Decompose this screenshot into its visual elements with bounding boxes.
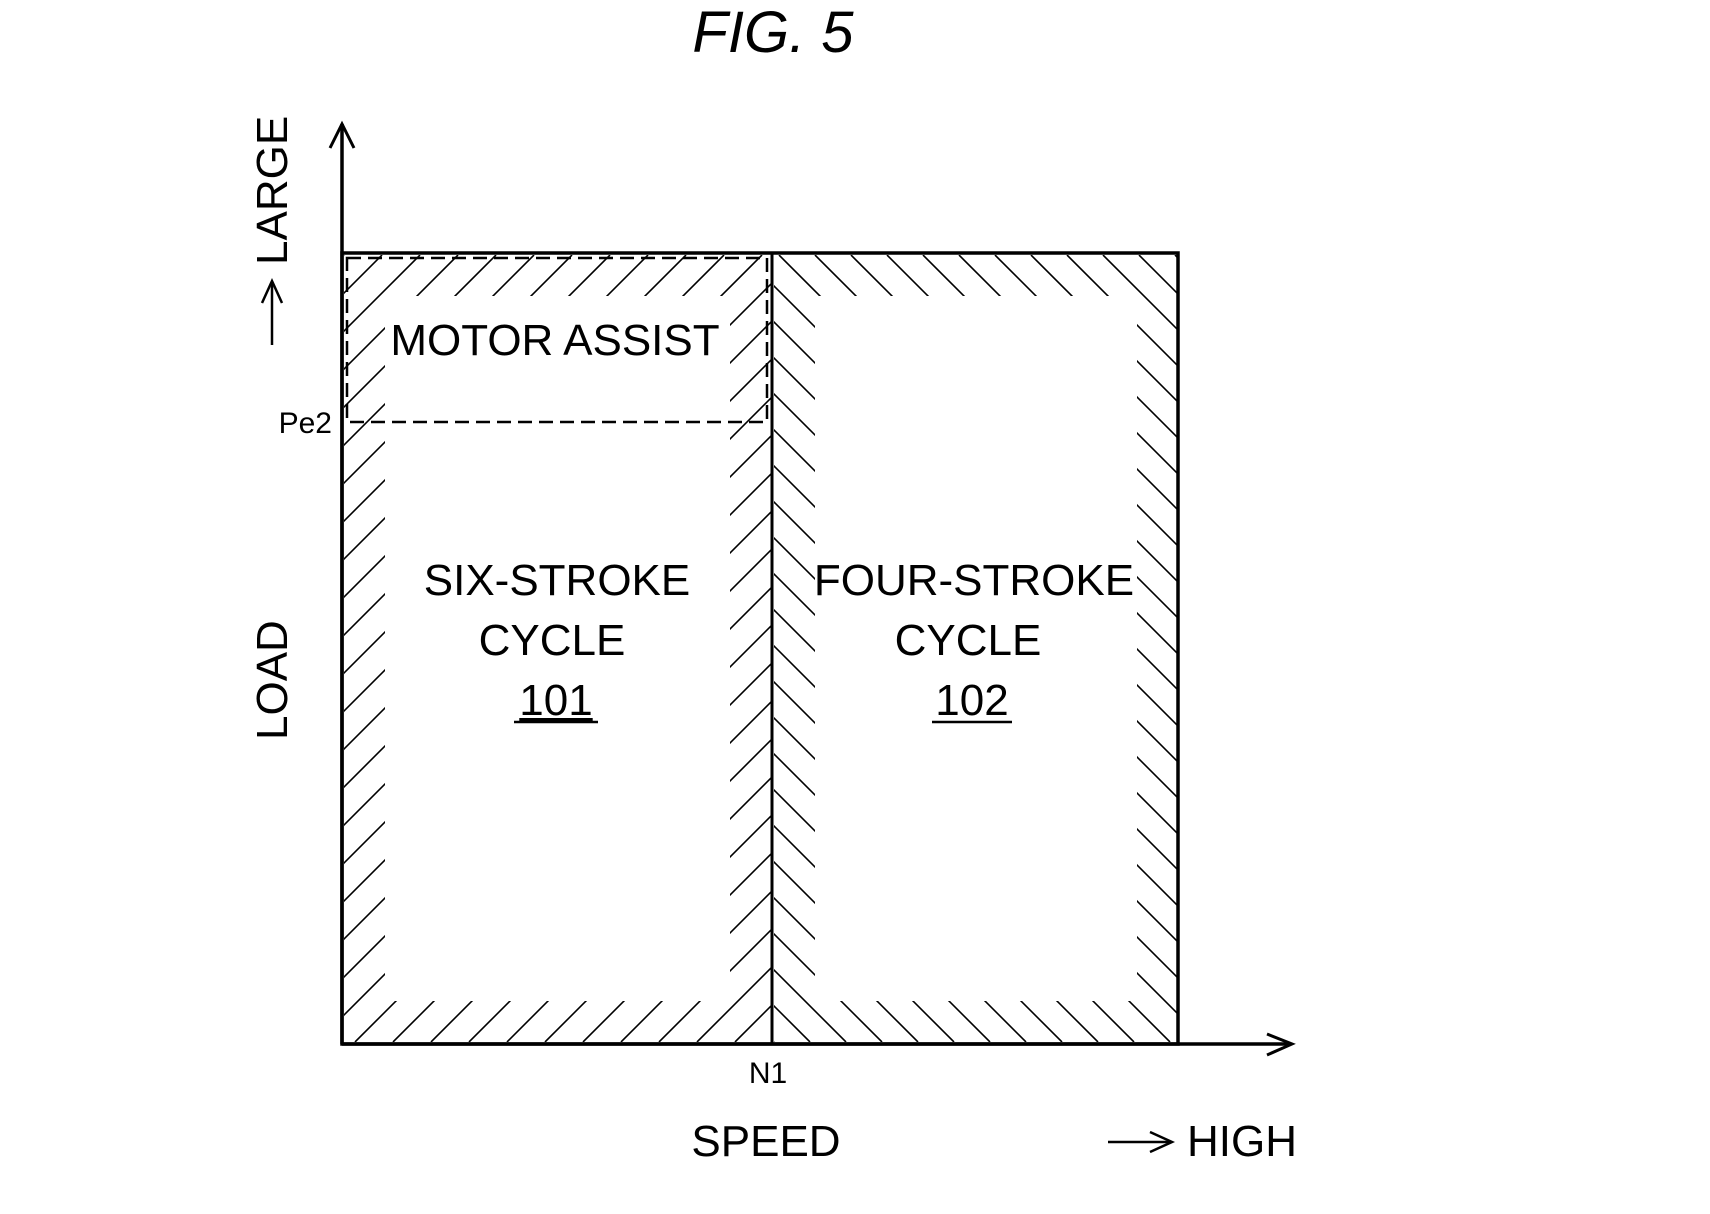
six-stroke-hatch-line — [1191, 255, 1710, 1042]
six-stroke-hatch-line — [344, 255, 497, 409]
y-direction-indicator: LARGE — [248, 116, 297, 345]
four-stroke-hatch-line — [774, 896, 919, 1042]
x-direction-label: HIGH — [1187, 1117, 1297, 1166]
four-stroke-hatch-line — [1174, 255, 1177, 259]
y-direction-arrowhead-icon — [260, 277, 284, 304]
four-stroke-hatch-line — [1463, 255, 1710, 1042]
six-stroke-hatch-line — [620, 890, 771, 1042]
six-stroke-hatch-line — [1267, 255, 1710, 1042]
six-stroke-hatch-line — [1039, 255, 1710, 1042]
six-stroke-hatch-line — [344, 255, 383, 295]
four-stroke-hatch-line — [1679, 255, 1710, 1042]
y-axis-label-group: LOAD — [248, 620, 297, 740]
four-stroke-hatch-line — [1643, 255, 1710, 1042]
six-stroke-hatch-line — [1381, 255, 1710, 1042]
n1-tick-label: N1 — [749, 1057, 787, 1090]
four-stroke-hatch-line — [1607, 255, 1710, 1042]
four-stroke-hatch-line — [1247, 255, 1710, 1042]
six-stroke-hatch-line — [1457, 255, 1710, 1042]
x-axis-arrowhead — [1266, 1032, 1296, 1057]
four-stroke-hatch-line — [1211, 255, 1710, 1042]
motor-assist-label-bg — [388, 300, 724, 380]
six-stroke-hatch-line — [344, 255, 421, 333]
x-axis-label: SPEED — [691, 1117, 840, 1166]
four-stroke-label-line1: FOUR-STROKE — [814, 556, 1134, 605]
six-stroke-label-line1: SIX-STROKE — [424, 556, 691, 605]
six-stroke-hatch-line — [1229, 255, 1710, 1042]
x-direction-indicator: HIGH — [1108, 1117, 1297, 1166]
six-stroke-hatch-line — [1153, 255, 1710, 1042]
four-stroke-hatch-line — [1535, 255, 1710, 1042]
six-stroke-hatch-line — [1115, 255, 1710, 1042]
four-stroke-hatch-line — [1283, 255, 1710, 1042]
four-stroke-hatch-line — [1102, 255, 1177, 331]
four-stroke-label-line2: CYCLE — [895, 616, 1042, 665]
motor-assist-region — [345, 256, 769, 424]
motor-assist-label: MOTOR ASSIST — [390, 316, 719, 365]
six-stroke-hatch-line — [1419, 255, 1710, 1042]
four-stroke-interior — [815, 296, 1137, 1001]
four-stroke-hatch-line — [1066, 255, 1177, 367]
four-stroke-ref-number: 102 — [935, 676, 1008, 725]
four-stroke-hatch-line — [1391, 255, 1710, 1042]
four-stroke-hatch-line — [1138, 255, 1177, 295]
y-axis-arrowhead — [328, 120, 356, 149]
four-stroke-hatch-line — [1499, 255, 1710, 1042]
six-stroke-ref-number: 101 — [519, 676, 592, 725]
figure-title: FIG. 5 — [692, 0, 854, 65]
four-stroke-hatch-line — [1571, 255, 1710, 1042]
four-stroke-hatch-line — [1355, 255, 1710, 1042]
six-stroke-hatch-line — [1533, 255, 1710, 1042]
x-direction-arrowhead-icon — [1149, 1130, 1176, 1154]
four-stroke-hatch-line — [1030, 255, 1177, 403]
six-stroke-interior — [385, 296, 730, 1001]
six-stroke-label-line2: CYCLE — [479, 616, 626, 665]
y-direction-label: LARGE — [248, 116, 297, 265]
four-stroke-hatch-line — [1319, 255, 1710, 1042]
four-stroke-hatch-line — [1427, 255, 1710, 1042]
six-stroke-hatch-line — [1343, 255, 1710, 1042]
six-stroke-hatch-line — [1495, 255, 1710, 1042]
pe2-tick-label: Pe2 — [279, 407, 332, 440]
y-axis-label: LOAD — [248, 620, 297, 740]
six-stroke-hatch-line — [1305, 255, 1710, 1042]
